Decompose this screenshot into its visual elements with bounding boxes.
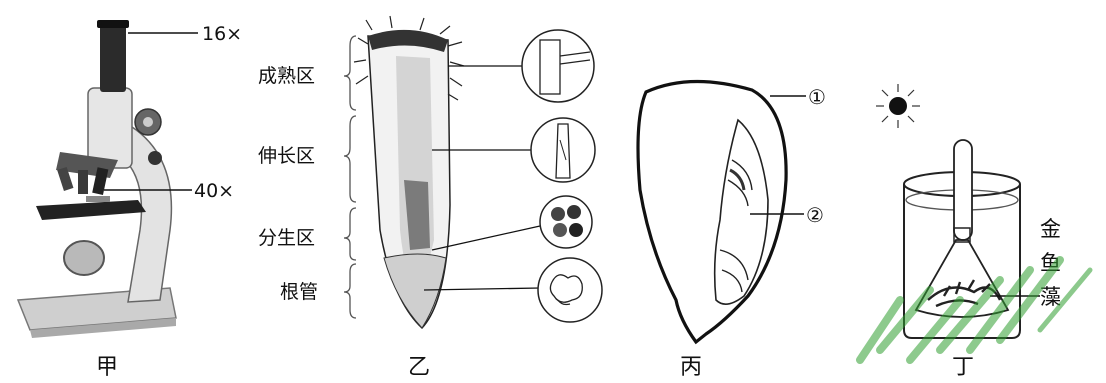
zone-maturation-label: 成熟区: [258, 65, 315, 87]
objective-label: 40×: [194, 180, 234, 202]
caption-jia: 甲: [96, 355, 118, 380]
root-tip-figure: 成熟区 伸长区 分生区 根管: [258, 16, 602, 380]
seed-figure: ① ② 丙: [638, 81, 826, 380]
caption-ding: 丁: [952, 355, 974, 380]
microscope-figure: 16× 40× 甲: [18, 20, 242, 380]
seed-marker-1: ①: [808, 85, 826, 109]
zone-elongation-label: 伸长区: [258, 145, 315, 167]
sun-icon: [876, 84, 920, 128]
caption-yi: 乙: [408, 355, 430, 380]
cell-circle-meristem: [540, 196, 592, 248]
experiment-figure: 金 鱼 藻 丁: [876, 84, 1061, 380]
cell-circle-rootcap: [538, 258, 602, 322]
seed-marker-2: ②: [806, 203, 824, 227]
zone-rootcap-label: 根管: [280, 281, 318, 303]
caption-bing: 丙: [680, 355, 702, 380]
watermark-logo: [860, 260, 1090, 360]
cell-circle-maturation: [522, 30, 594, 102]
cell-circle-elongation: [531, 118, 595, 182]
eyepiece-label: 16×: [202, 23, 242, 45]
plant-label-char-1: 金: [1040, 217, 1061, 241]
zone-meristem-label: 分生区: [258, 227, 315, 249]
